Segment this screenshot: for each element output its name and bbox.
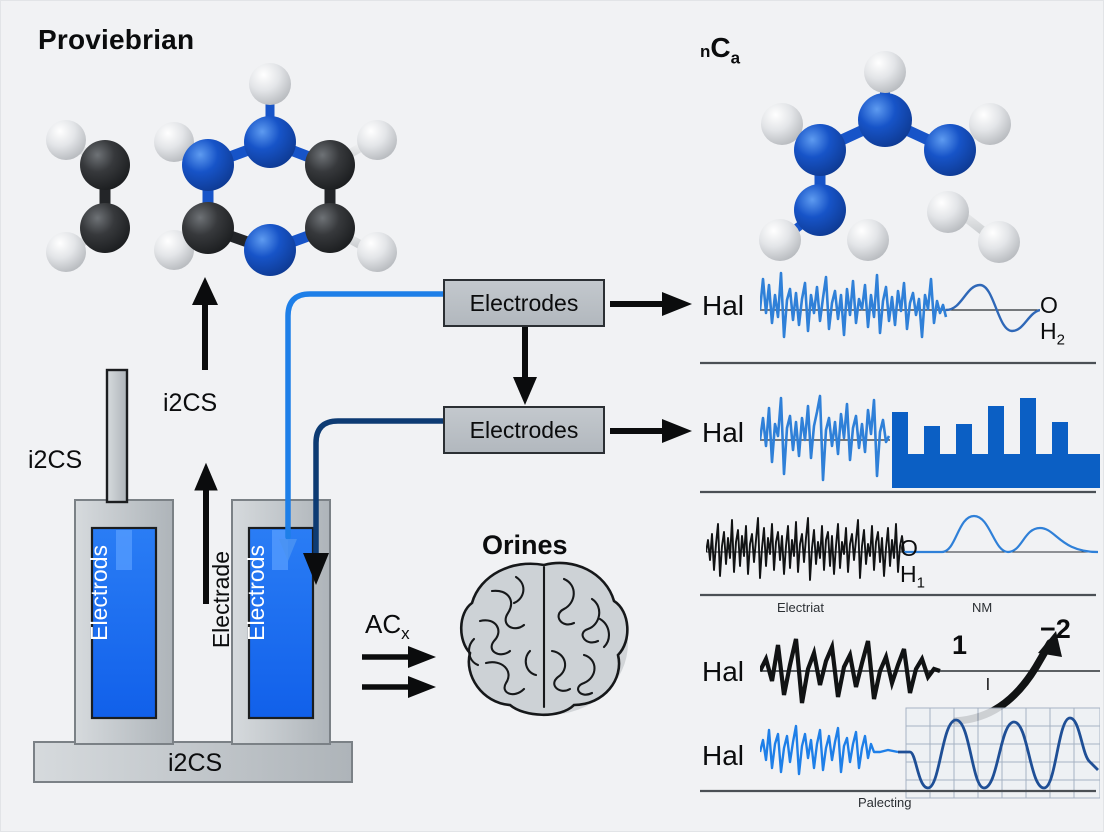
brain-illustration	[459, 561, 629, 717]
trace-row3-waveform	[706, 514, 1098, 581]
cable-routing	[279, 291, 460, 585]
trace-row3-left-caption: Electriat	[777, 600, 824, 615]
trace-row1-annotation: O H2	[1040, 292, 1065, 349]
trace-row5-label: Hal	[702, 740, 745, 771]
electrodes-box-top-label: Electrodes	[469, 289, 579, 316]
arrow-between-boxes	[513, 327, 537, 405]
trace-row5-caption: Palecting	[858, 795, 912, 810]
arrow-box-top-to-trace	[610, 292, 692, 316]
left-molecule-model	[46, 63, 397, 276]
stimulus-label: ACx	[365, 609, 410, 644]
electrodes-box-bottom-label: Electrodes	[469, 416, 579, 443]
trace-row4-ann-two: −2	[1040, 614, 1071, 644]
trace-row2-label: Hal	[702, 417, 745, 448]
separator-3	[700, 593, 1096, 597]
trace-row3-ann-top: O	[900, 535, 918, 561]
trace-row4-ann-one: 1	[952, 630, 968, 660]
arrow-up-to-molecule	[192, 277, 218, 370]
right-molecule-sub: a	[730, 48, 741, 68]
left-molecule-title: Proviebrian	[38, 24, 195, 55]
arrow-box-bottom-to-trace	[610, 419, 692, 443]
trace-row5-waveform	[760, 707, 1100, 799]
label-i2cs-middle: i2CS	[163, 389, 218, 417]
electrodes-box-top[interactable]: Electrodes	[443, 279, 605, 327]
right-molecule-main: C	[710, 32, 731, 63]
separator-1	[700, 361, 1096, 365]
right-molecule-model	[759, 51, 1020, 263]
electrodes-box-bottom[interactable]: Electrodes	[443, 406, 605, 454]
trace-row3-ann-bottom: H1	[900, 561, 925, 593]
trace-row4-ann-small: l	[986, 675, 990, 694]
apparatus-assembly	[33, 368, 353, 783]
trace-row1-ann-bottom: H2	[1040, 318, 1065, 350]
stimulus-arrows	[362, 646, 436, 698]
trace-row2-waveform	[760, 394, 1100, 488]
right-molecule-title: nCa	[700, 32, 740, 69]
trace-row1-ann-top: O	[1040, 292, 1058, 318]
label-i2cs-base: i2CS	[168, 749, 223, 777]
trace-row3-annotation: O H1	[900, 535, 925, 592]
trace-row1-waveform	[760, 271, 1040, 339]
separator-2	[700, 490, 1096, 494]
trace-row4-label: Hal	[702, 656, 745, 687]
vessel-right-label: Electrods	[243, 545, 269, 641]
right-molecule-prefix: n	[700, 42, 711, 61]
label-electrade-vertical: Electrade	[208, 551, 234, 649]
separator-4	[700, 789, 1096, 793]
trace-row3-right-caption: NM	[972, 600, 993, 615]
trace-row1-label: Hal	[702, 290, 745, 321]
label-i2cs-left: i2CS	[28, 446, 83, 474]
vessel-left-label: Electrods	[86, 545, 112, 641]
brain-label: Orines	[482, 530, 568, 560]
